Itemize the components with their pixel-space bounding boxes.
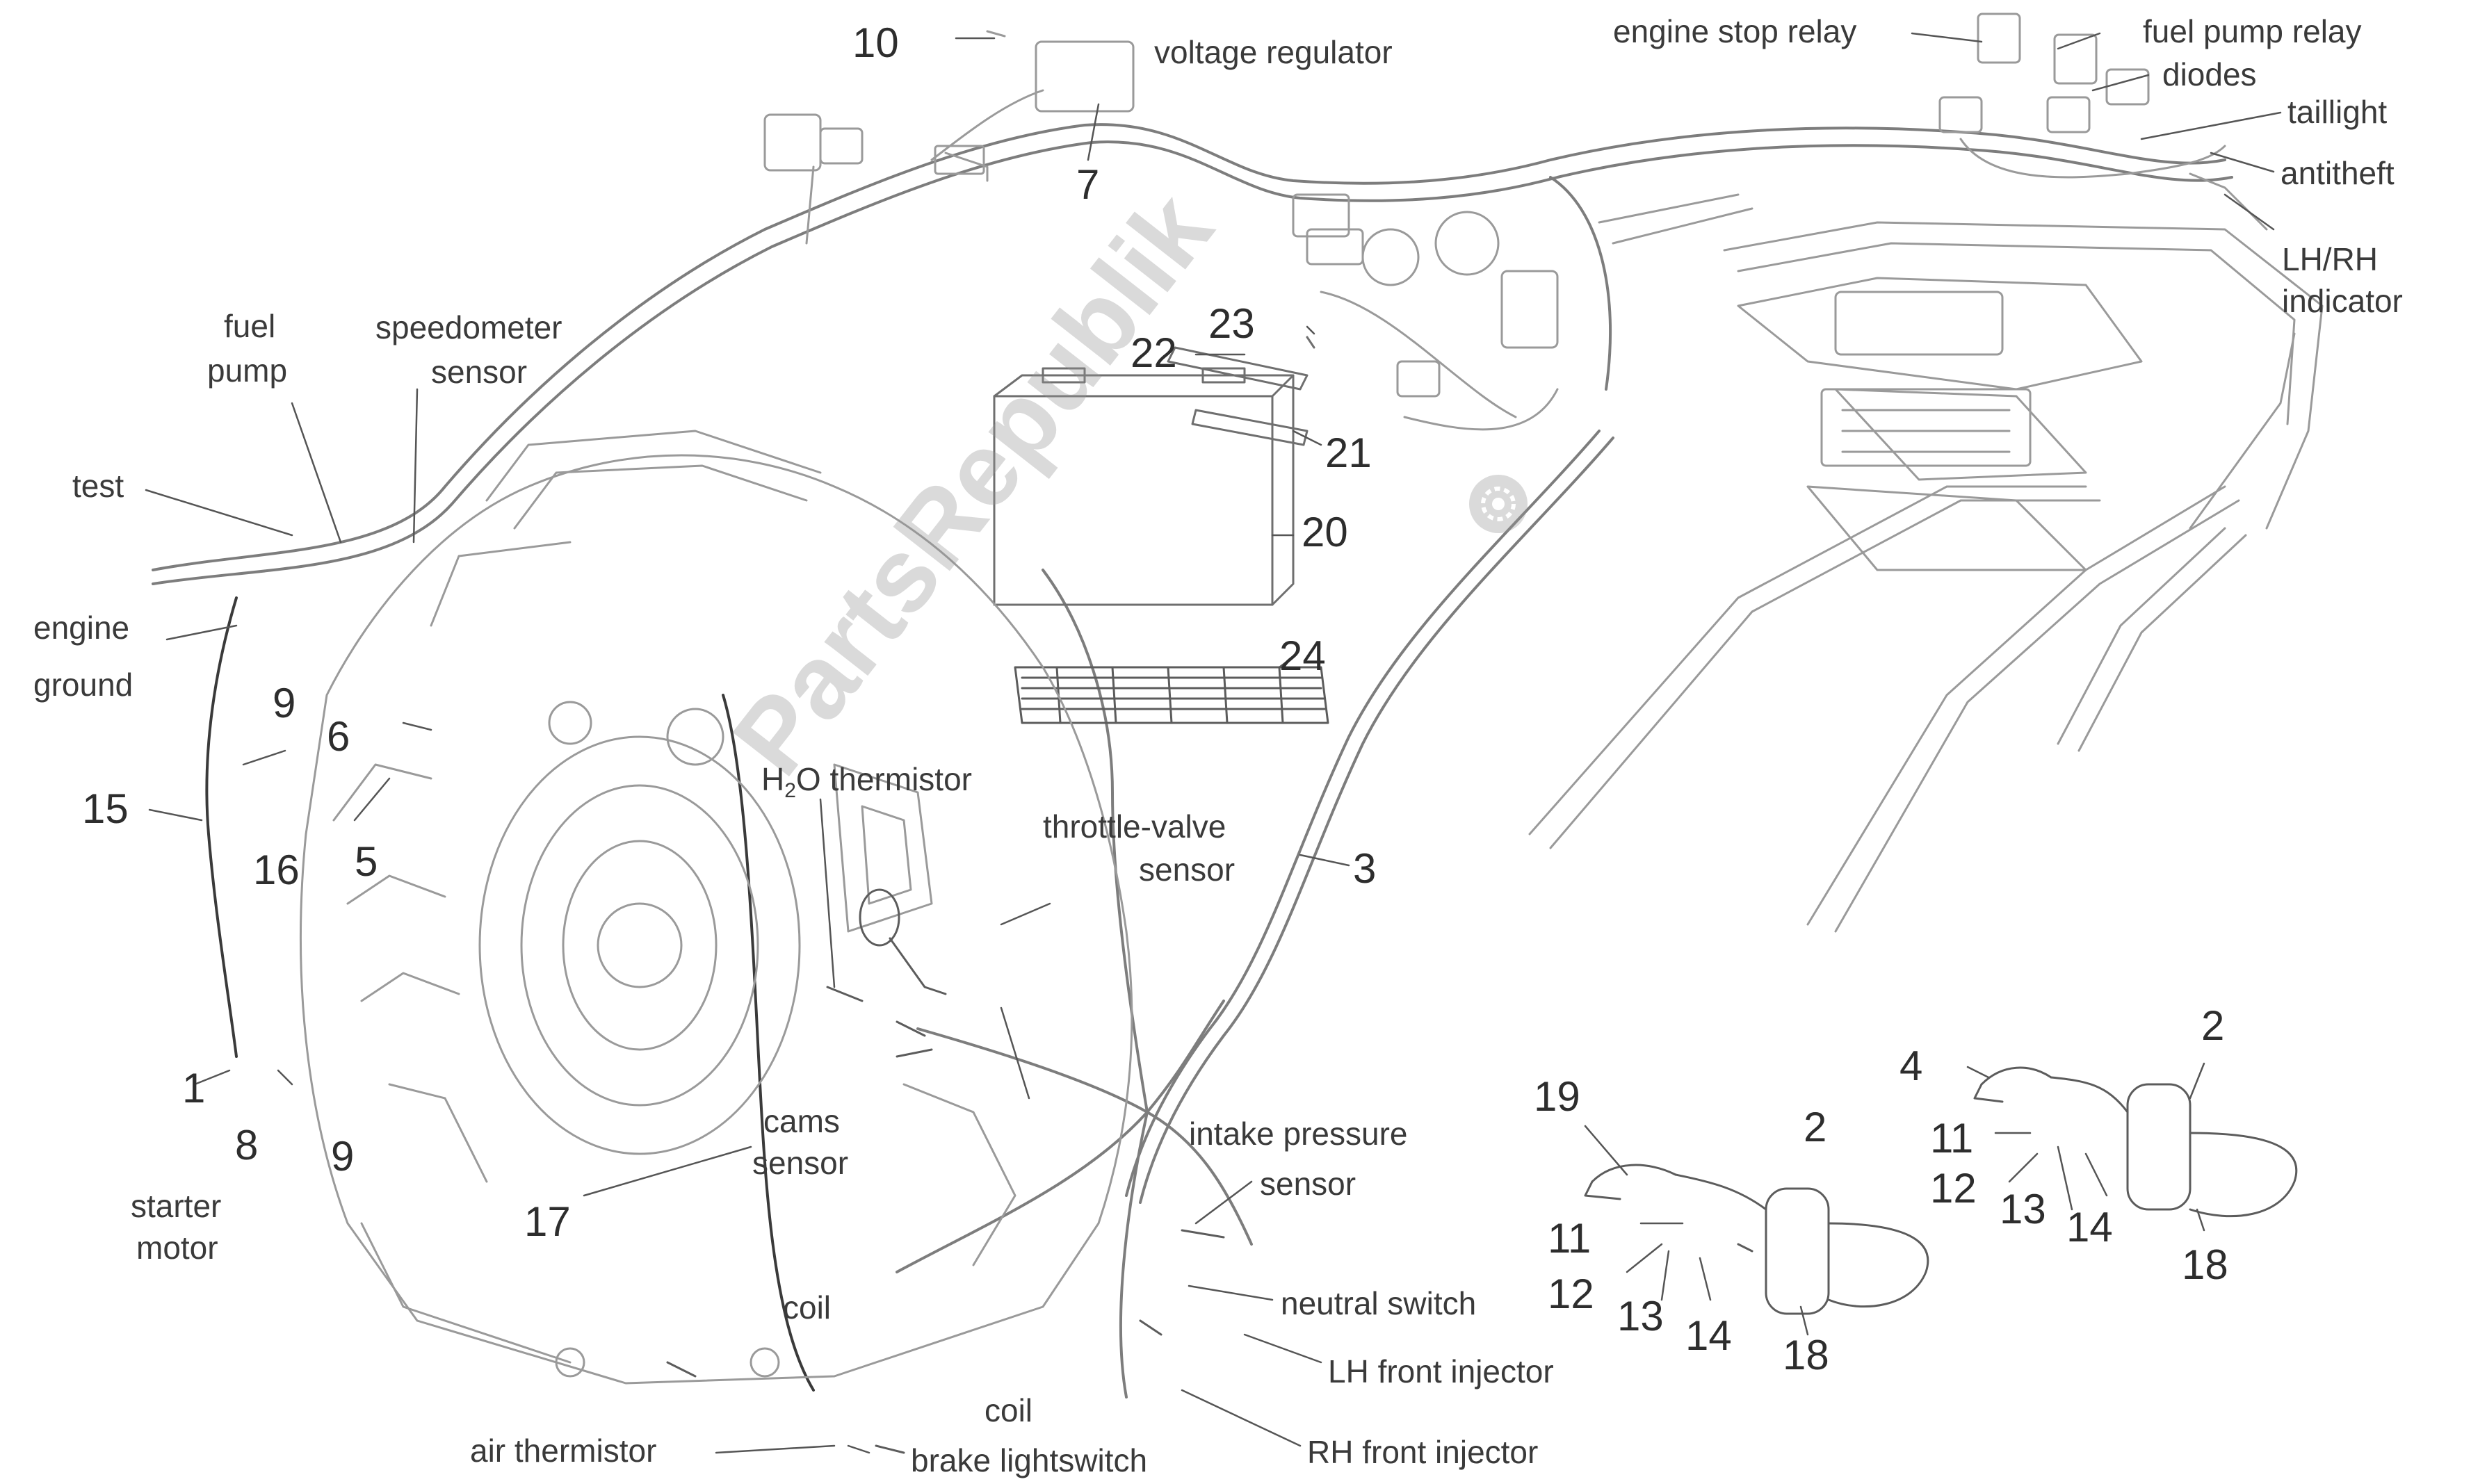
rear-subframe — [1528, 221, 2324, 933]
part-number-18-left: 18 — [1783, 1332, 1829, 1378]
part-number-13-right: 13 — [2000, 1186, 2046, 1232]
part-number-20: 20 — [1302, 509, 1348, 555]
label-cams-sensor-line2: sensor — [752, 1145, 849, 1181]
dashboard-components — [1292, 193, 1753, 431]
label-engine-ground-line2: ground — [33, 667, 133, 703]
part-number-19: 19 — [1534, 1073, 1580, 1120]
label-engine-ground-line1: engine — [33, 610, 130, 646]
part-number-6: 6 — [327, 713, 350, 760]
label-starter-motor-line1: starter — [131, 1188, 222, 1224]
label-fuel-pump-relay: fuel pump relay — [2143, 13, 2362, 49]
part-number-9-lower: 9 — [331, 1133, 355, 1180]
part-number-12-right: 12 — [1930, 1165, 1977, 1212]
part-number-24: 24 — [1279, 633, 1326, 679]
part-number-17: 17 — [524, 1198, 571, 1245]
label-speedometer-sensor-line1: speedometer — [375, 309, 562, 345]
engine-block — [300, 430, 1133, 1385]
label-cams-sensor-line1: cams — [763, 1103, 840, 1139]
label-fuel-pump-line1: fuel — [224, 308, 276, 344]
label-diodes: diodes — [2162, 56, 2257, 92]
label-speedometer-sensor-line2: sensor — [431, 354, 528, 390]
voltage-regulator-part — [763, 30, 1135, 245]
ignition-coil-right — [1973, 1066, 2298, 1218]
leader-lines — [145, 32, 2282, 1454]
label-intake-pressure-sensor-line1: intake pressure — [1189, 1116, 1408, 1152]
part-number-23: 23 — [1208, 300, 1255, 347]
ground-cables — [205, 596, 815, 1392]
part-number-11-left: 11 — [1548, 1215, 1591, 1262]
part-number-3: 3 — [1353, 845, 1377, 892]
part-number-1: 1 — [182, 1065, 206, 1111]
part-number-14-left: 14 — [1685, 1312, 1732, 1359]
part-number-7: 7 — [1076, 161, 1100, 208]
part-number-9-upper: 9 — [273, 680, 296, 726]
part-number-12-left: 12 — [1548, 1271, 1594, 1317]
label-engine-stop-relay: engine stop relay — [1613, 13, 1857, 49]
part-number-4: 4 — [1899, 1043, 1923, 1089]
label-lh-rh-indicator-line2: indicator — [2282, 283, 2403, 319]
label-starter-motor-line2: motor — [136, 1230, 218, 1266]
label-voltage-regulator: voltage regulator — [1154, 34, 1393, 70]
label-rh-front-injector: RH front injector — [1307, 1434, 1539, 1470]
battery-tray — [1014, 666, 1329, 724]
label-throttle-valve-sensor-line2: sensor — [1139, 851, 1236, 888]
part-number-21: 21 — [1325, 430, 1372, 476]
gear-icon — [1469, 475, 1528, 533]
relay-cluster — [1938, 13, 2268, 231]
sensor-parts — [666, 888, 1225, 1454]
label-lh-rh-indicator-line1: LH/RH — [2282, 241, 2379, 277]
label-test: test — [72, 468, 124, 504]
part-number-15: 15 — [82, 785, 129, 832]
part-number-5: 5 — [355, 838, 378, 885]
part-number-11-right: 11 — [1930, 1115, 1974, 1161]
main-wiring-harness — [152, 123, 2233, 1399]
label-taillight: taillight — [2287, 94, 2388, 130]
part-number-2-right: 2 — [2201, 1002, 2225, 1049]
label-throttle-valve-sensor-line1: throttle-valve — [1043, 808, 1226, 845]
label-coil-a: coil — [783, 1289, 832, 1326]
label-brake-lightswitch: brake lightswitch — [911, 1442, 1148, 1478]
label-antitheft: antitheft — [2281, 155, 2395, 191]
battery-assembly — [993, 336, 1315, 606]
part-number-8: 8 — [235, 1122, 259, 1168]
label-coil-b: coil — [985, 1392, 1033, 1428]
label-h2o-thermistor: H2O thermistor — [761, 761, 972, 803]
part-number-18-right: 18 — [2182, 1241, 2228, 1288]
ignition-coil-left — [1584, 1164, 1929, 1315]
part-number-14-right: 14 — [2066, 1204, 2113, 1250]
label-fuel-pump-line2: pump — [207, 352, 288, 389]
label-lh-front-injector: LH front injector — [1328, 1353, 1554, 1389]
part-number-10: 10 — [852, 19, 899, 66]
label-neutral-switch: neutral switch — [1281, 1285, 1477, 1321]
label-intake-pressure-sensor-line2: sensor — [1260, 1166, 1356, 1202]
part-number-2-left: 2 — [1804, 1104, 1827, 1150]
part-number-16: 16 — [253, 847, 300, 893]
part-number-22: 22 — [1131, 329, 1177, 376]
label-air-thermistor: air thermistor — [470, 1433, 657, 1469]
part-number-13-left: 13 — [1617, 1293, 1664, 1339]
